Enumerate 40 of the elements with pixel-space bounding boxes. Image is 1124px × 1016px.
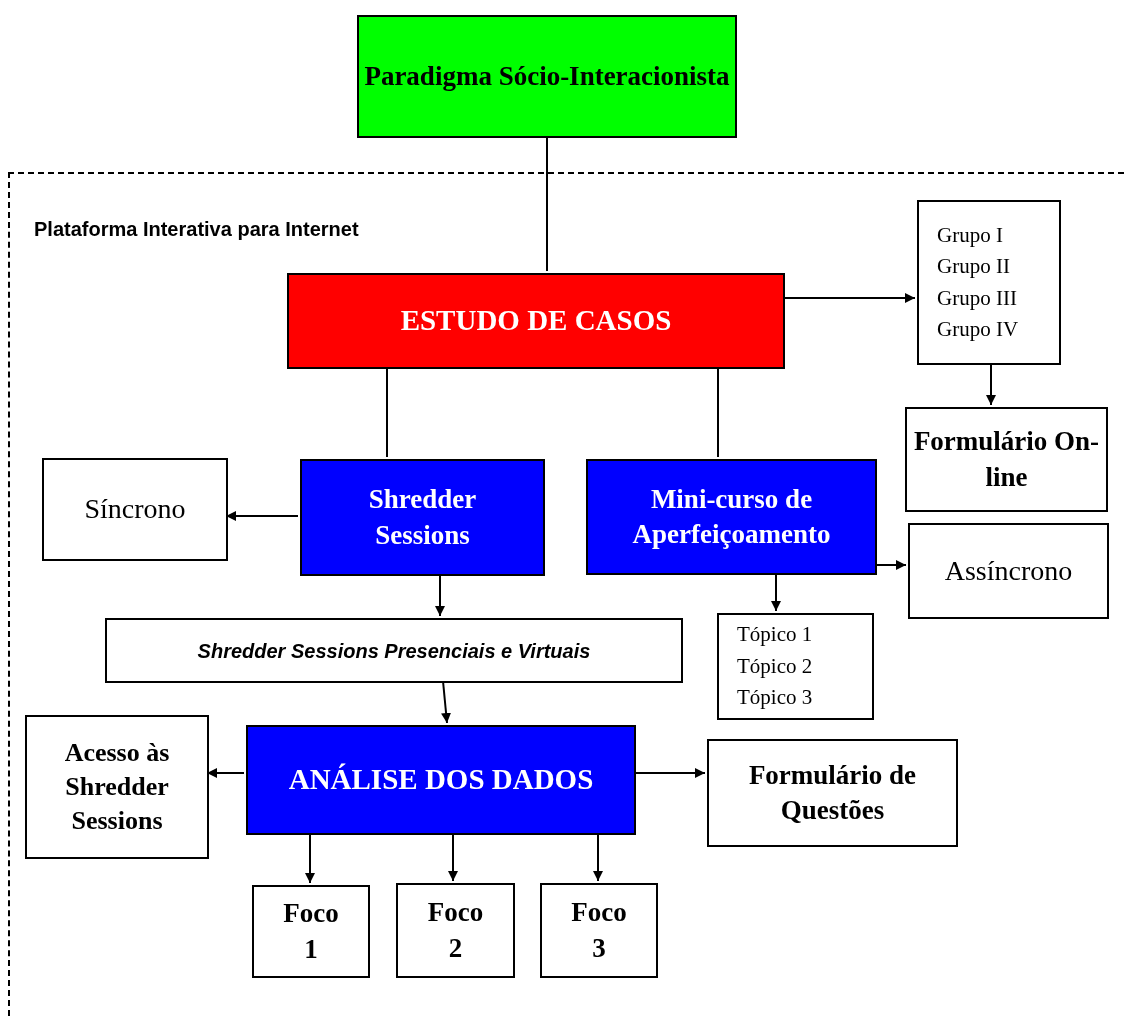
list-item: Grupo II <box>936 253 1010 280</box>
box-label: Formulário On-line <box>912 425 1101 494</box>
process-box <box>42 458 228 561</box>
list-item: Tópico 1 <box>736 621 813 649</box>
list-item: Tópico 3 <box>736 684 813 712</box>
process-box <box>540 883 658 978</box>
process-box <box>905 407 1108 512</box>
process-box <box>287 273 785 369</box>
box-label: Shredder Sessions <box>367 483 478 552</box>
box-label: ESTUDO DE CASOS <box>400 303 672 339</box>
box-label: Foco 1 <box>282 897 340 966</box>
box-label: Paradigma Sócio-Interacionista <box>364 59 730 93</box>
list-item: Tópico 2 <box>736 652 813 680</box>
process-box <box>707 739 958 847</box>
process-box <box>396 883 515 978</box>
box-label: Assíncrono <box>944 553 1073 588</box>
list-box <box>717 613 874 720</box>
box-label: Foco 2 <box>426 896 485 965</box>
process-box <box>908 523 1109 619</box>
list-item: Grupo IV <box>936 316 1019 343</box>
list-box <box>917 200 1061 365</box>
box-label: ANÁLISE DOS DADOS <box>288 762 594 798</box>
process-box <box>357 15 737 138</box>
process-box <box>300 459 545 576</box>
connector-line <box>546 137 548 272</box>
dashed-region-frame <box>8 172 1124 1016</box>
process-box <box>105 618 683 683</box>
region-title: Plataforma Interativa para Internet <box>34 218 359 241</box>
process-box <box>252 885 370 978</box>
list-item: Grupo III <box>936 284 1017 312</box>
list-item: Grupo I <box>936 221 1003 249</box>
box-label: Formulário de Questões <box>747 758 918 827</box>
box-label: Síncrono <box>84 492 186 527</box>
process-box <box>246 725 636 835</box>
box-label: Shredder Sessions Presenciais e Virtuais <box>197 638 591 664</box>
box-label: Mini-curso de Aperfeiçoamento <box>631 482 832 551</box>
box-label: Foco 3 <box>570 896 628 965</box>
process-box <box>586 459 877 575</box>
process-box <box>25 715 209 859</box>
box-label: Acesso às Shredder Sessions <box>63 737 171 837</box>
